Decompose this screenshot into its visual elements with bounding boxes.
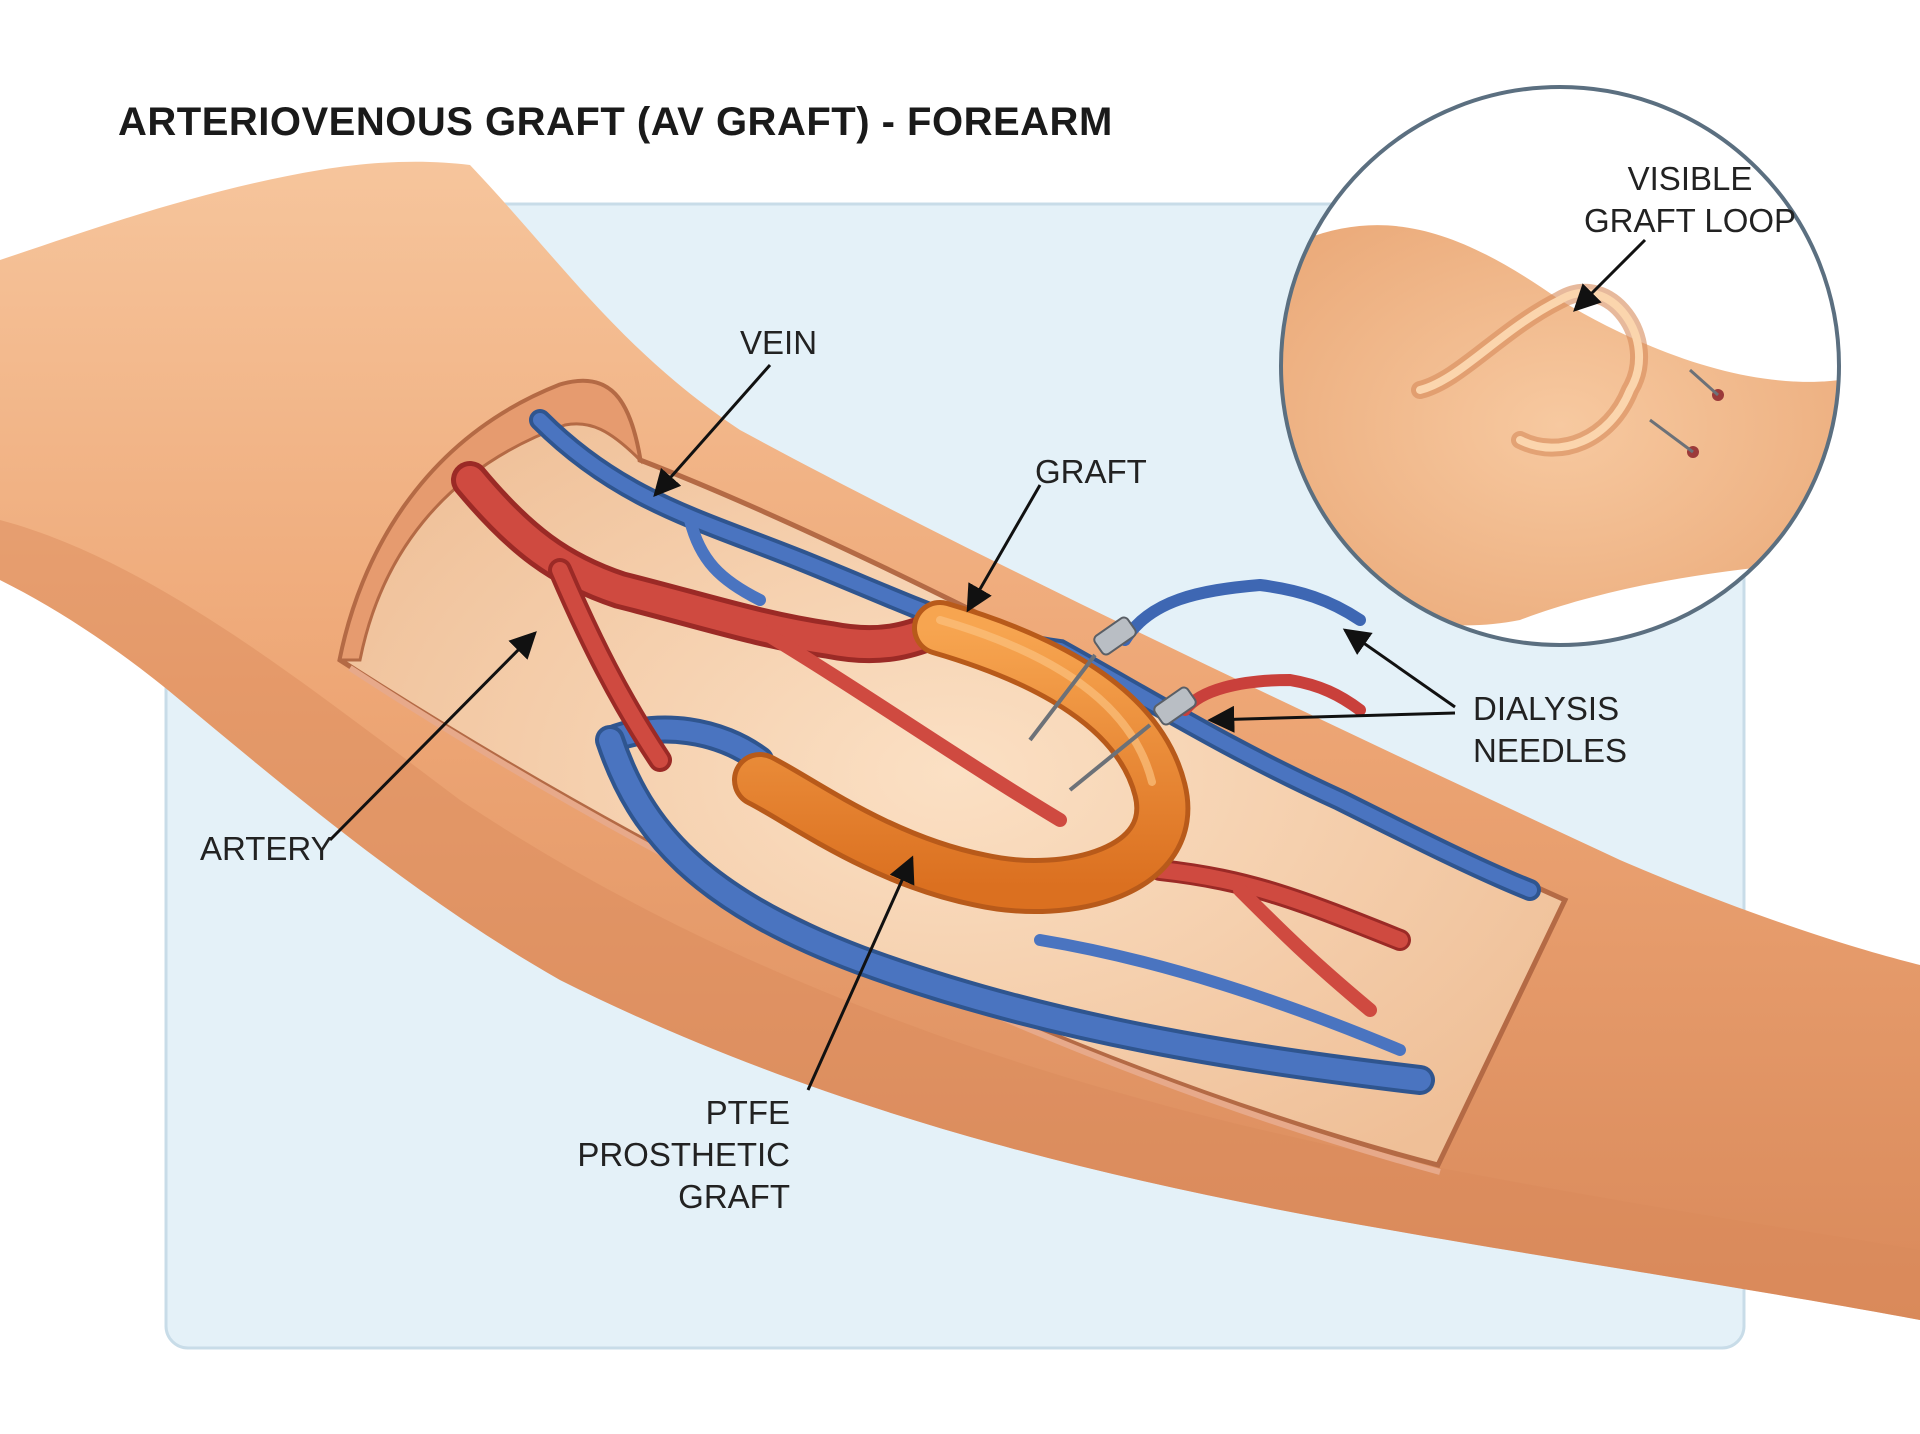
- label-visible-line-2: GRAFT LOOP: [1583, 202, 1797, 239]
- dialysis-needles: [1028, 578, 1366, 792]
- label-dialysis-line-1: DIALYSIS: [1473, 690, 1620, 727]
- label-dialysis-line-2: NEEDLES: [1473, 732, 1628, 769]
- label-ptfe-line-2: PROSTHETIC: [577, 1136, 790, 1173]
- label-ptfe-line-3: GRAFT: [678, 1178, 790, 1215]
- leader-arrows: [328, 238, 1647, 1091]
- label-visible-graft-loop: VISIBLE GRAFT LOOP: [1570, 158, 1810, 242]
- arteries: [451, 461, 1411, 1017]
- label-artery: ARTERY: [200, 830, 333, 867]
- label-dialysis-needles: DIALYSIS NEEDLES: [1473, 688, 1627, 772]
- inset-detail: [1279, 85, 1841, 647]
- label-visible-line-1: VISIBLE: [1627, 160, 1753, 197]
- ptfe-graft: [732, 600, 1191, 914]
- label-ptfe-prosthetic-graft: PTFE PROSTHETIC GRAFT: [560, 1092, 790, 1218]
- diagram-title: ARTERIOVENOUS GRAFT (AV GRAFT) - FOREARM: [118, 100, 1113, 144]
- forearm-shading: [0, 520, 1920, 1320]
- incision-flap: [338, 379, 643, 662]
- label-ptfe-line-1: PTFE: [705, 1094, 790, 1131]
- label-graft: GRAFT: [1035, 453, 1147, 490]
- label-vein: VEIN: [740, 324, 818, 361]
